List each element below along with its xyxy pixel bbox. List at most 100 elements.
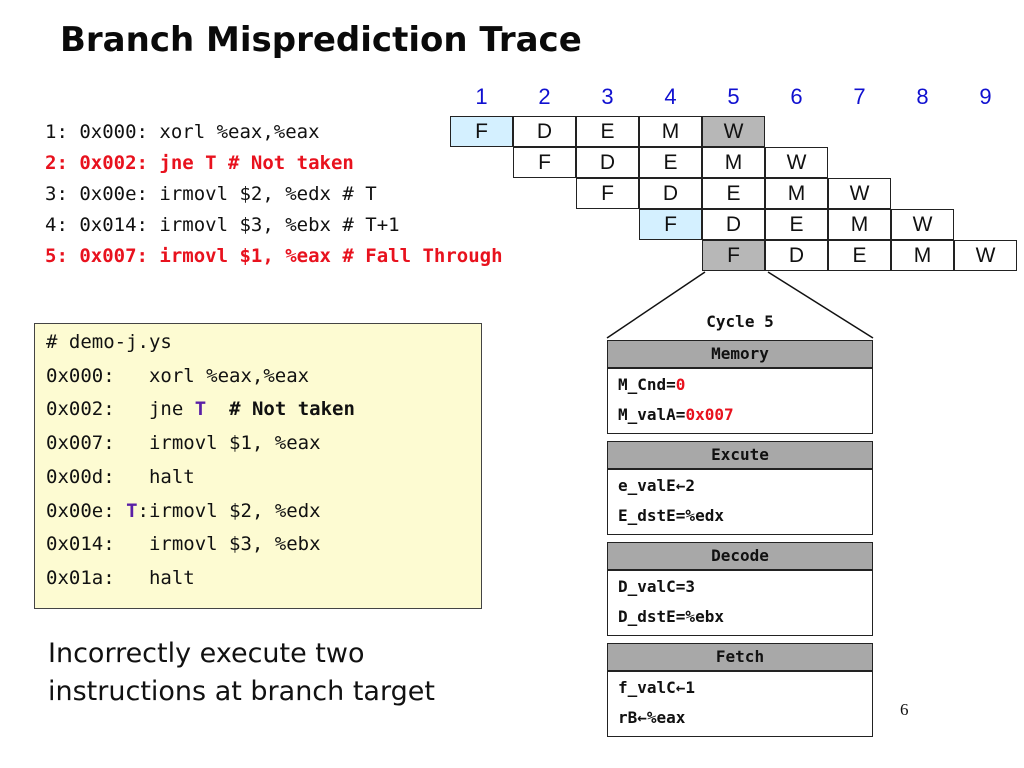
stage-cell-i3-D: D xyxy=(639,178,702,209)
code-padding xyxy=(115,533,149,555)
register-name: E_dstE=%edx xyxy=(618,506,724,525)
stage-cell-i2-W: W xyxy=(765,147,828,178)
stage-cell-i4-M: M xyxy=(828,209,891,240)
stage-cell-i5-E: E xyxy=(828,240,891,271)
stage-cell-i3-E: E xyxy=(702,178,765,209)
stage-cell-i3-M: M xyxy=(765,178,828,209)
code-instruction: xorl %eax,%eax xyxy=(148,364,310,387)
stage-header-decode: Decode xyxy=(607,542,873,570)
register-name: M_valA= xyxy=(618,405,686,424)
stage-cell-i4-F: F xyxy=(639,209,702,240)
code-line: 0x002: jne T # Not taken xyxy=(46,398,355,420)
code-line: 0x00e: T:irmovl $2, %edx xyxy=(46,500,321,522)
code-instruction: irmovl $2, %edx xyxy=(149,499,321,522)
stage-cell-i5-M: M xyxy=(891,240,954,271)
stage-header-excute: Excute xyxy=(607,441,873,469)
instruction-3: 3: 0x00e: irmovl $2, %edx # T xyxy=(45,183,377,205)
cycle-number-3: 3 xyxy=(601,84,614,109)
instruction-1: 1: 0x000: xorl %eax,%eax xyxy=(45,121,320,143)
stage-cell-i1-M: M xyxy=(639,116,702,147)
stage-cell-i2-M: M xyxy=(702,147,765,178)
register-name: e_valE←2 xyxy=(618,476,696,495)
cycle-number-7: 7 xyxy=(853,84,866,109)
code-address: 0x00e: xyxy=(46,499,115,522)
code-label-colon: : xyxy=(137,499,149,522)
cycle-number-8: 8 xyxy=(916,84,929,109)
cycle-detail-label: Cycle 5 xyxy=(706,312,774,331)
cycle-number-6: 6 xyxy=(790,84,803,109)
stage-header-memory: Memory xyxy=(607,340,873,368)
cycle-number-1: 1 xyxy=(475,84,488,109)
register-line: rB←%eax xyxy=(618,708,685,727)
code-comment: # Not taken xyxy=(206,398,355,421)
cycle-number-4: 4 xyxy=(664,84,677,109)
code-address: 0x01a: xyxy=(46,566,115,589)
code-padding xyxy=(115,500,126,522)
instruction-2: 2: 0x002: jne T # Not taken xyxy=(45,152,354,174)
stage-cell-i3-F: F xyxy=(576,178,639,209)
register-line: D_valC=3 xyxy=(618,577,695,596)
code-branch-target: T xyxy=(194,398,207,421)
code-line: 0x014: irmovl $3, %ebx xyxy=(46,533,321,555)
instruction-4: 4: 0x014: irmovl $3, %ebx # T+1 xyxy=(45,214,400,236)
cycle-number-5: 5 xyxy=(727,84,740,109)
code-line: 0x007: irmovl $1, %eax xyxy=(46,432,321,454)
register-line: M_valA=0x007 xyxy=(618,405,734,424)
code-padding xyxy=(115,466,149,488)
code-line: 0x01a: halt xyxy=(46,567,195,589)
code-instruction: irmovl $3, %ebx xyxy=(148,533,321,556)
register-line: D_dstE=%ebx xyxy=(618,607,724,626)
page-number: 6 xyxy=(900,700,909,719)
register-line: E_dstE=%edx xyxy=(618,506,724,525)
code-line: 0x00d: halt xyxy=(46,466,195,488)
code-padding xyxy=(115,432,149,454)
code-address: 0x007: xyxy=(46,432,115,455)
stage-cell-i5-W: W xyxy=(954,240,1017,271)
slide-title: Branch Misprediction Trace xyxy=(60,20,582,60)
stage-cell-i2-D: D xyxy=(576,147,639,178)
caption-line-2: instructions at branch target xyxy=(48,676,435,707)
code-address: 0x000: xyxy=(46,364,115,387)
stage-cell-i2-F: F xyxy=(513,147,576,178)
code-label: T xyxy=(126,499,138,522)
stage-cell-i3-W: W xyxy=(828,178,891,209)
register-value: 0 xyxy=(675,375,686,394)
register-line: e_valE←2 xyxy=(618,476,695,495)
stage-cell-i1-F: F xyxy=(450,116,513,147)
code-address: 0x014: xyxy=(46,533,115,556)
register-name: rB←%eax xyxy=(618,708,686,727)
code-address: 0x00d: xyxy=(46,465,115,488)
stage-cell-i5-F: F xyxy=(702,240,765,271)
register-name: D_dstE=%ebx xyxy=(618,607,724,626)
register-line: M_Cnd=0 xyxy=(618,375,685,394)
cycle-number-2: 2 xyxy=(538,84,551,109)
register-name: f_valC←1 xyxy=(618,678,696,697)
code-padding xyxy=(115,365,149,387)
stage-cell-i1-W: W xyxy=(702,116,765,147)
register-name: M_Cnd= xyxy=(618,375,676,394)
stage-cell-i4-E: E xyxy=(765,209,828,240)
code-instruction: halt xyxy=(148,566,195,589)
register-line: f_valC←1 xyxy=(618,678,695,697)
code-instruction: halt xyxy=(148,465,195,488)
code-address: 0x002: xyxy=(46,398,115,421)
stage-cell-i2-E: E xyxy=(639,147,702,178)
code-padding xyxy=(115,398,149,420)
stage-registers-fetch: f_valC←1 rB←%eax xyxy=(607,671,873,737)
register-value: 0x007 xyxy=(685,405,734,424)
code-line: 0x000: xorl %eax,%eax xyxy=(46,365,309,387)
stage-cell-i4-D: D xyxy=(702,209,765,240)
code-padding xyxy=(115,567,149,589)
stage-cell-i5-D: D xyxy=(765,240,828,271)
stage-cell-i4-W: W xyxy=(891,209,954,240)
cycle-number-9: 9 xyxy=(979,84,992,109)
code-instruction: jne xyxy=(148,398,195,421)
stage-cell-i1-E: E xyxy=(576,116,639,147)
code-header: # demo-j.ys xyxy=(46,331,172,353)
register-name: D_valC=3 xyxy=(618,577,696,596)
stage-header-fetch: Fetch xyxy=(607,643,873,671)
